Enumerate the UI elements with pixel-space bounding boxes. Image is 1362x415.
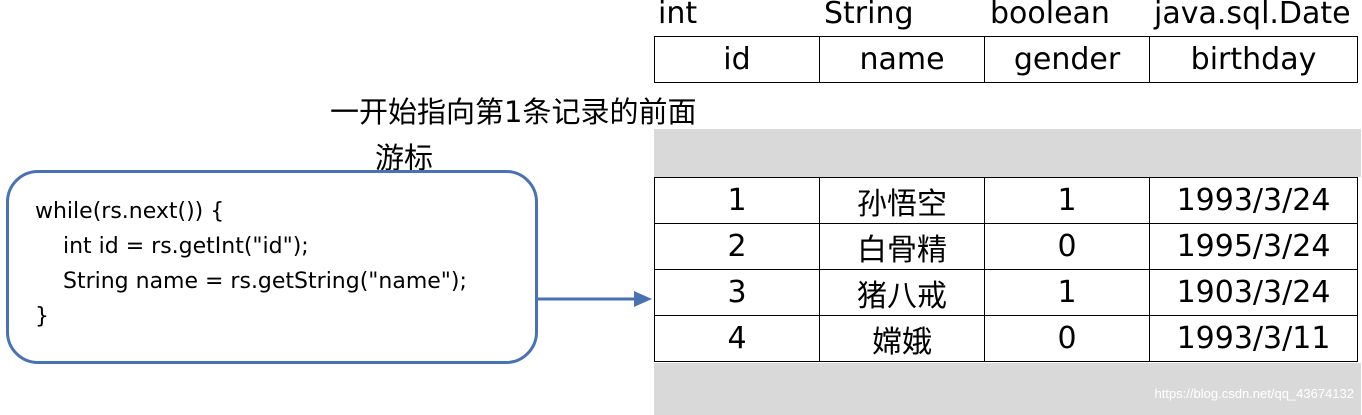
table-row: 3 猪八戒 1 1903/3/24 bbox=[654, 269, 1358, 316]
cell-id: 4 bbox=[654, 315, 820, 362]
arrow-head-icon bbox=[634, 291, 652, 307]
cell-gender: 1 bbox=[984, 269, 1150, 316]
type-label-birthday: java.sql.Date bbox=[1154, 0, 1351, 31]
type-label-gender: boolean bbox=[990, 0, 1110, 31]
cursor-before-first-band bbox=[654, 129, 1361, 177]
column-header-row: id name gender birthday bbox=[654, 36, 1358, 83]
initial-position-note: 一开始指向第1条记录的前面 bbox=[330, 95, 697, 129]
type-label-name: String bbox=[824, 0, 914, 31]
type-label-id: int bbox=[658, 0, 698, 31]
cell-id: 3 bbox=[654, 269, 820, 316]
cell-birthday: 1993/3/11 bbox=[1149, 315, 1358, 362]
cell-name: 孙悟空 bbox=[819, 177, 985, 224]
cell-birthday: 1993/3/24 bbox=[1149, 177, 1358, 224]
watermark: https://blog.csdn.net/qq_43674132 bbox=[1154, 386, 1355, 401]
after-last-band bbox=[654, 363, 1361, 415]
code-line: String name = rs.getString("name"); bbox=[35, 269, 467, 294]
column-header-table: id name gender birthday bbox=[654, 36, 1358, 83]
cell-gender: 0 bbox=[984, 315, 1150, 362]
table-row: 2 白骨精 0 1995/3/24 bbox=[654, 223, 1358, 270]
cell-name: 猪八戒 bbox=[819, 269, 985, 316]
column-header-birthday: birthday bbox=[1149, 36, 1358, 83]
code-line: int id = rs.getInt("id"); bbox=[35, 234, 309, 259]
table-row: 4 嫦娥 0 1993/3/11 bbox=[654, 315, 1358, 362]
cell-id: 1 bbox=[654, 177, 820, 224]
column-header-gender: gender bbox=[984, 36, 1150, 83]
column-header-name: name bbox=[819, 36, 985, 83]
cell-gender: 0 bbox=[984, 223, 1150, 270]
cell-birthday: 1903/3/24 bbox=[1149, 269, 1358, 316]
cursor-label: 游标 bbox=[375, 141, 434, 175]
table-row: 1 孙悟空 1 1993/3/24 bbox=[654, 177, 1358, 224]
result-set-table: 1 孙悟空 1 1993/3/24 2 白骨精 0 1995/3/24 3 猪八… bbox=[654, 177, 1358, 362]
code-line: } bbox=[35, 304, 49, 329]
column-types-row: int String boolean java.sql.Date bbox=[654, 0, 1354, 34]
cell-birthday: 1995/3/24 bbox=[1149, 223, 1358, 270]
code-snippet-box: while(rs.next()) { int id = rs.getInt("i… bbox=[6, 170, 538, 364]
code-line: while(rs.next()) { bbox=[35, 199, 225, 224]
cell-gender: 1 bbox=[984, 177, 1150, 224]
cell-name: 白骨精 bbox=[819, 223, 985, 270]
